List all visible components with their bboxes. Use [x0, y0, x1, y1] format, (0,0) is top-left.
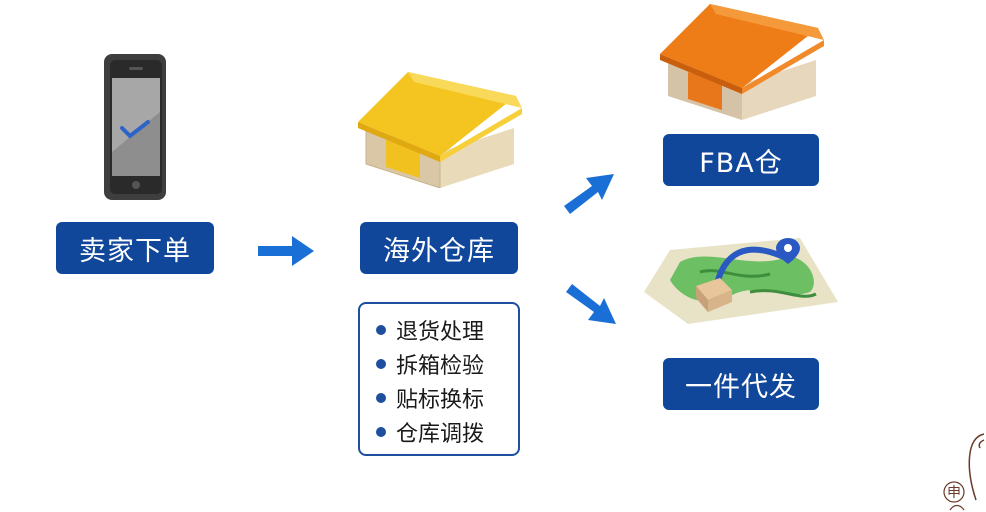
services-list: 退货处理 拆箱检验 贴标换标 仓库调拨 [358, 302, 520, 456]
arrow-up-right-icon [564, 174, 614, 214]
phone-icon [104, 54, 166, 200]
fba-warehouse-label: FBA仓 [663, 134, 819, 186]
arrow-right-icon [258, 236, 314, 266]
service-unpack-inspection: 拆箱检验 [396, 354, 485, 379]
watermark-char: 申 [947, 485, 961, 501]
map-icon [644, 238, 838, 324]
list-item: 贴标换标 [376, 382, 484, 414]
overseas-warehouse-icon [358, 72, 522, 188]
dropship-label: 一件代发 [663, 358, 819, 410]
fba-warehouse-icon [660, 4, 824, 120]
arrow-down-right-icon [566, 284, 616, 324]
seller-order-label: 卖家下单 [56, 222, 214, 274]
service-relabeling: 贴标换标 [396, 388, 485, 413]
list-item: 拆箱检验 [376, 348, 484, 380]
service-warehouse-transfer: 仓库调拨 [396, 422, 485, 447]
watermark-seal-icon [943, 433, 985, 511]
list-item: 仓库调拨 [376, 416, 484, 448]
bullet-icon [376, 427, 386, 437]
overseas-warehouse-label: 海外仓库 [360, 222, 518, 274]
bullet-icon [376, 325, 386, 335]
service-return-processing: 退货处理 [396, 320, 485, 345]
bullet-icon [376, 359, 386, 369]
bullet-icon [376, 393, 386, 403]
list-item: 退货处理 [376, 314, 484, 346]
